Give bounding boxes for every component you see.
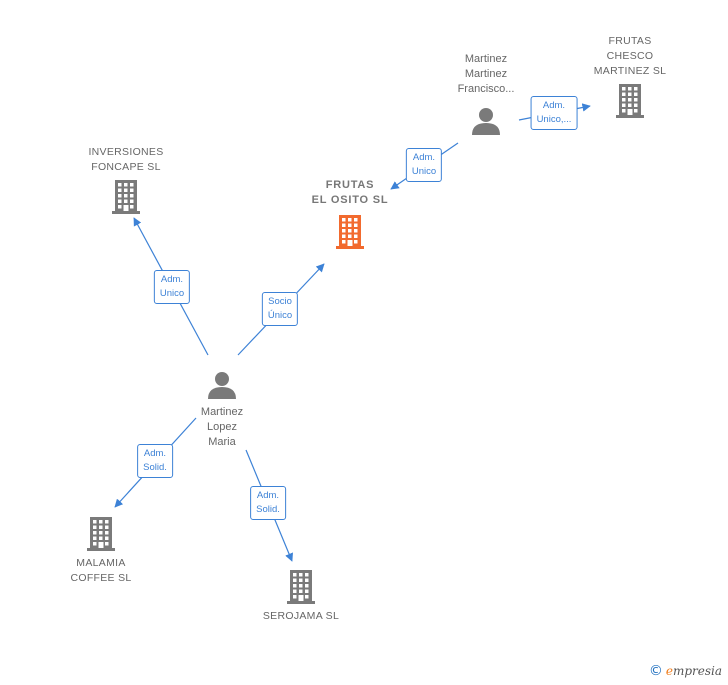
node-label-frutas-el-osito: FRUTAS EL OSITO SL: [312, 178, 389, 208]
edge-label-line: Unico,...: [536, 114, 572, 125]
footer-brand: ©empresia: [649, 663, 722, 679]
node-label-line: SEROJAMA SL: [262, 610, 340, 622]
node-label-line: Francisco...: [457, 83, 515, 95]
building-icon[interactable]: [287, 570, 315, 604]
edge-label-line: Solid.: [143, 462, 167, 473]
node-label-line: MARTINEZ SL: [593, 65, 667, 77]
edge-label-line: Adm.: [160, 274, 184, 285]
brand-name: empresia: [665, 664, 722, 678]
edge-label-line: Unico: [411, 166, 437, 177]
edge-label-line: Adm.: [412, 152, 436, 163]
edge-label-e5[interactable]: Adm. Solid.: [137, 444, 173, 478]
node-label-line: MALAMIA: [76, 557, 126, 569]
node-label-inversiones-foncape: INVERSIONES FONCAPE SL: [88, 145, 163, 175]
edge-label-e3[interactable]: Adm. Unico: [153, 270, 191, 304]
edge-label-line: Único: [267, 310, 293, 321]
edge-label-line: Socio: [268, 296, 292, 307]
edge-label-line: Unico: [159, 288, 185, 299]
node-label-line: FRUTAS: [325, 179, 375, 191]
node-label-line: EL OSITO SL: [311, 194, 389, 206]
node-label-serojama: SEROJAMA SL: [263, 609, 339, 624]
person-icon[interactable]: [208, 372, 236, 399]
node-label-line: INVERSIONES: [88, 146, 164, 158]
building-icon[interactable]: [336, 215, 364, 249]
node-label-line: Lopez: [207, 421, 237, 433]
edge-label-line: Adm.: [256, 490, 280, 501]
node-label-frutas-chesco: FRUTAS CHESCO MARTINEZ SL: [594, 34, 667, 79]
copyright-symbol: ©: [648, 663, 663, 679]
edge-label-line: Solid.: [256, 504, 280, 515]
node-label-line: Martinez: [464, 68, 508, 80]
person-icon[interactable]: [472, 108, 500, 135]
node-label-line: Maria: [208, 436, 236, 448]
building-icon[interactable]: [87, 517, 115, 551]
edge-label-line: Adm.: [143, 448, 167, 459]
edge-label-e6[interactable]: Adm. Solid.: [250, 486, 286, 520]
node-label-malamia-coffee: MALAMIA COFFEE SL: [70, 556, 131, 586]
edge-label-e2[interactable]: Adm. Unico: [405, 148, 443, 182]
edge-label-line: Adm.: [542, 100, 566, 111]
node-label-line: FRUTAS: [608, 35, 652, 47]
building-icon[interactable]: [616, 84, 644, 118]
node-label-line: COFFEE SL: [70, 572, 132, 584]
building-icon[interactable]: [112, 180, 140, 214]
node-label-line: Martinez: [200, 406, 244, 418]
node-label-line: Martinez: [464, 53, 508, 65]
node-label-line: FONCAPE SL: [91, 161, 161, 173]
edge-label-e1[interactable]: Adm. Unico,...: [530, 96, 578, 130]
node-label-line: CHESCO: [606, 50, 654, 62]
